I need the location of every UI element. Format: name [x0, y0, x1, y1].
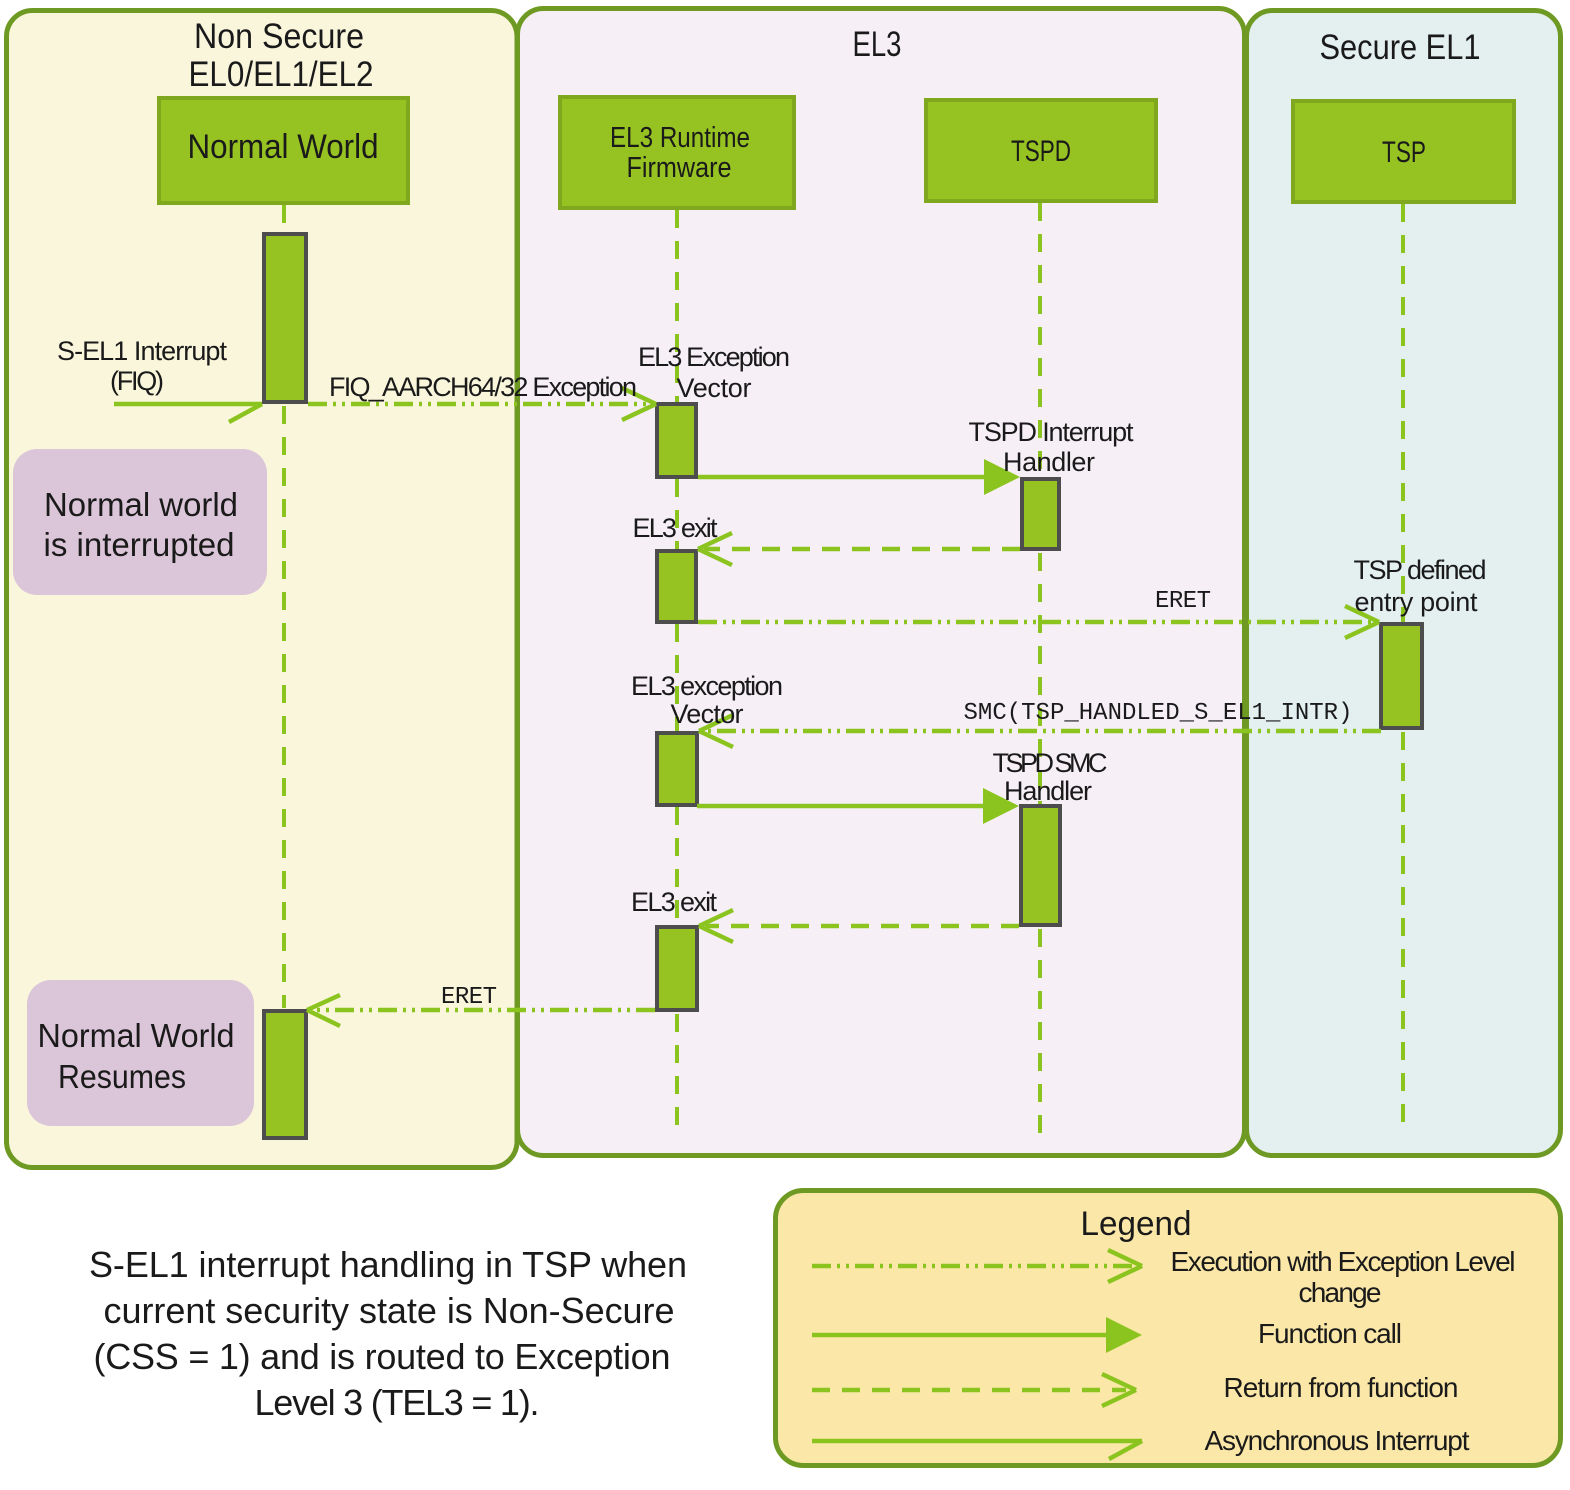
svg-text:ERET: ERET — [1155, 588, 1211, 615]
svg-text:EL3: EL3 — [853, 25, 902, 64]
svg-text:Function call: Function call — [1258, 1318, 1402, 1349]
svg-text:entry point: entry point — [1355, 587, 1478, 617]
svg-text:S-EL1 Interrupt: S-EL1 Interrupt — [57, 336, 227, 366]
svg-text:S-EL1 interrupt handling in TS: S-EL1 interrupt handling in TSP when — [89, 1244, 687, 1285]
svg-text:TSP defined: TSP defined — [1354, 555, 1487, 585]
svg-text:FIQ_AARCH64/32 Exception: FIQ_AARCH64/32 Exception — [329, 372, 637, 402]
svg-text:EL3 exit: EL3 exit — [633, 513, 718, 543]
svg-text:Non Secure: Non Secure — [194, 17, 364, 56]
svg-text:SMC(TSP_HANDLED_S_EL1_INTR): SMC(TSP_HANDLED_S_EL1_INTR) — [964, 700, 1353, 727]
svg-text:Execution with Exception Level: Execution with Exception Level — [1171, 1246, 1516, 1277]
svg-text:Normal world: Normal world — [44, 486, 238, 523]
svg-text:EL0/EL1/EL2: EL0/EL1/EL2 — [189, 55, 374, 94]
svg-text:Vector: Vector — [677, 373, 752, 403]
svg-text:(FIQ): (FIQ) — [110, 366, 164, 396]
svg-text:Normal World: Normal World — [188, 128, 379, 166]
svg-text:current security state is Non-: current security state is Non-Secure — [104, 1290, 675, 1331]
svg-text:EL3 exception: EL3 exception — [631, 671, 783, 701]
svg-text:TSPD SMC: TSPD SMC — [993, 748, 1108, 778]
svg-text:Resumes: Resumes — [58, 1058, 186, 1095]
svg-text:EL3 Runtime: EL3 Runtime — [610, 122, 750, 154]
svg-text:change: change — [1299, 1277, 1382, 1308]
svg-text:Legend: Legend — [1081, 1205, 1192, 1243]
svg-text:TSPD Interrupt: TSPD Interrupt — [969, 417, 1134, 447]
svg-text:is interrupted: is interrupted — [44, 526, 235, 563]
svg-text:Secure EL1: Secure EL1 — [1320, 28, 1481, 67]
svg-text:Handler: Handler — [1003, 447, 1095, 477]
svg-text:EL3 exit: EL3 exit — [631, 887, 717, 917]
svg-text:TSPD: TSPD — [1011, 135, 1071, 168]
svg-text:Return from function: Return from function — [1224, 1372, 1459, 1403]
svg-text:TSP: TSP — [1382, 136, 1426, 169]
svg-text:Handler: Handler — [1004, 776, 1092, 806]
svg-text:Firmware: Firmware — [627, 152, 732, 184]
svg-text:(CSS = 1) and is routed to Exc: (CSS = 1) and is routed to Exception — [94, 1336, 671, 1377]
svg-text:EL3 Exception: EL3 Exception — [638, 342, 790, 372]
svg-text:Normal World: Normal World — [38, 1017, 235, 1054]
svg-text:Asynchronous Interrupt: Asynchronous Interrupt — [1205, 1425, 1470, 1456]
svg-text:Vector: Vector — [671, 699, 744, 729]
svg-text:ERET: ERET — [441, 984, 497, 1011]
svg-text:Level 3 (TEL3 = 1).: Level 3 (TEL3 = 1). — [255, 1382, 540, 1423]
